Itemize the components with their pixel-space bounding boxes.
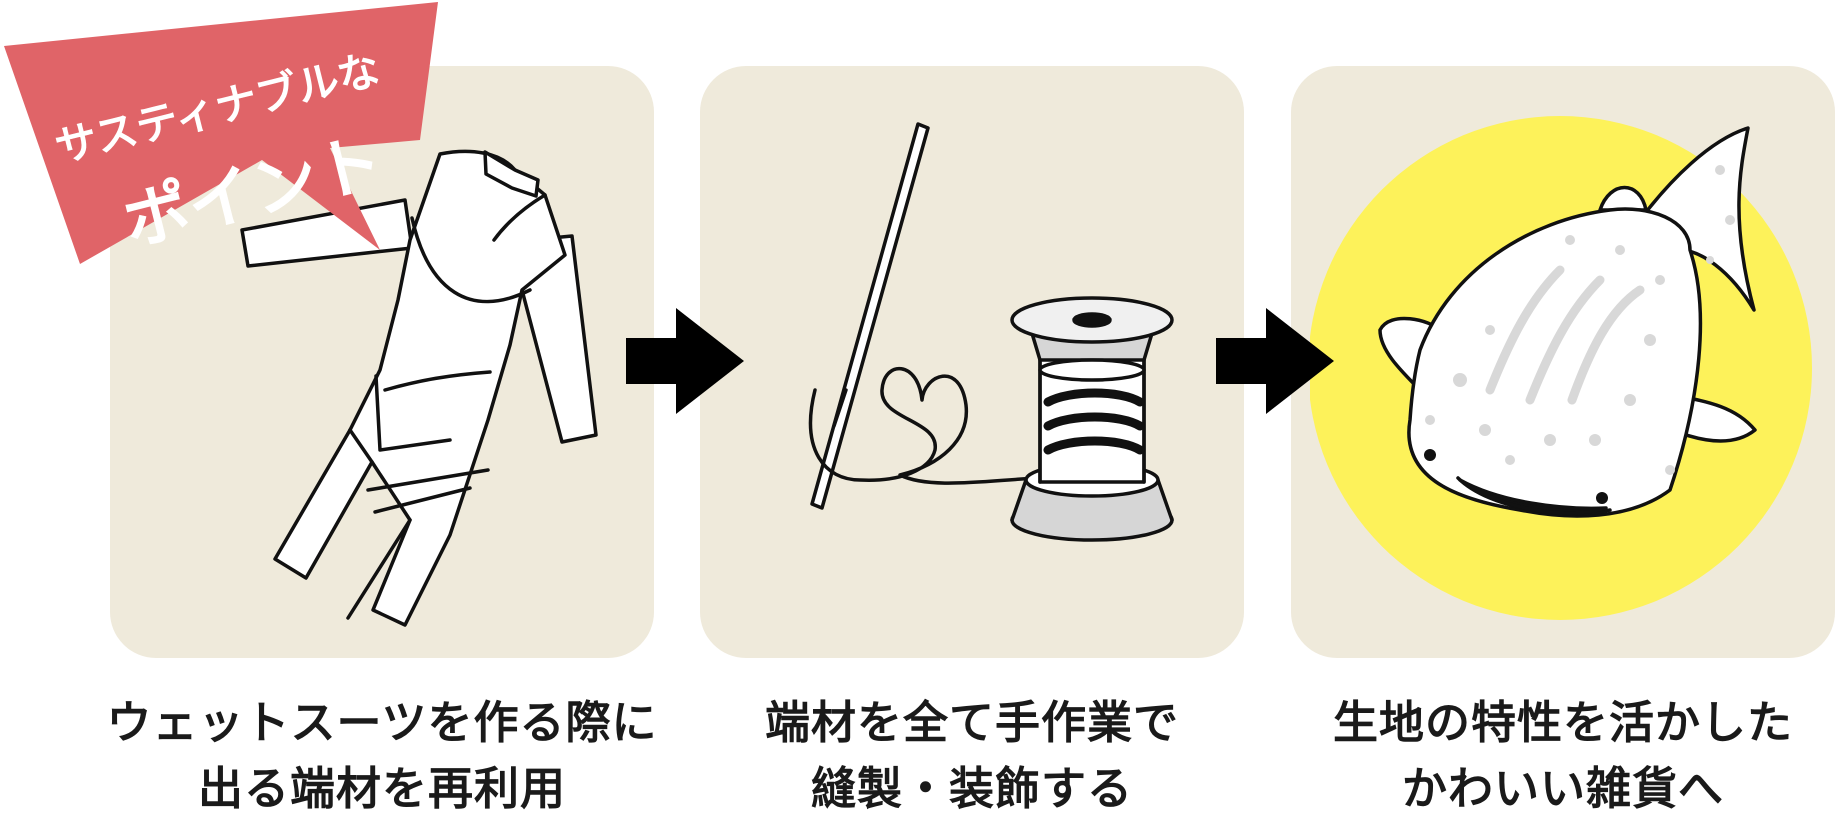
arrow-right-icon bbox=[626, 306, 746, 416]
caption-line-2: 縫製・装飾する bbox=[672, 756, 1272, 822]
needle-thread-spool-icon bbox=[790, 120, 1190, 590]
caption-line-2: 出る端材を再利用 bbox=[82, 756, 682, 822]
caption-line-2: かわいい雑貨へ bbox=[1263, 756, 1835, 822]
step-2-caption: 端材を全て手作業で 縫製・装飾する bbox=[672, 690, 1272, 822]
step-3-caption: 生地の特性を活かした かわいい雑貨へ bbox=[1263, 690, 1835, 822]
caption-line-1: ウェットスーツを作る際に bbox=[82, 690, 682, 756]
whale-shark-icon bbox=[1310, 100, 1830, 620]
caption-line-1: 端材を全て手作業で bbox=[672, 690, 1272, 756]
caption-line-1: 生地の特性を活かした bbox=[1263, 690, 1835, 756]
arrow-right-icon bbox=[1216, 306, 1336, 416]
step-1-caption: ウェットスーツを作る際に 出る端材を再利用 bbox=[82, 690, 682, 822]
